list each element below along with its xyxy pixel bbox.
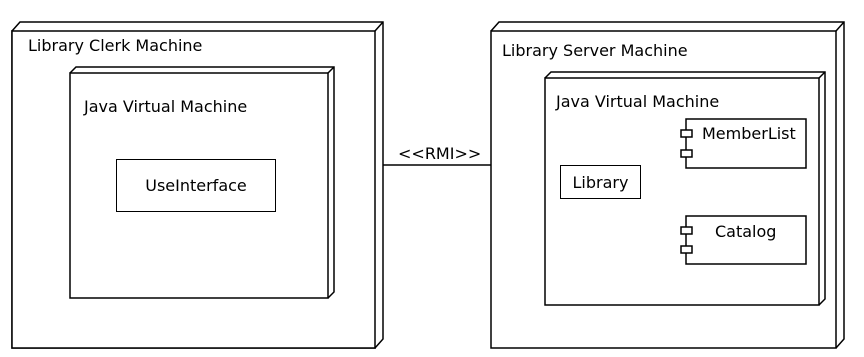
catalog-component-label: Catalog (715, 222, 777, 241)
server-jvm-title: Java Virtual Machine (556, 92, 720, 111)
clerk-jvm-title: Java Virtual Machine (84, 97, 248, 116)
memberlist-component-shape (680, 118, 807, 169)
server-node-title: Library Server Machine (502, 41, 688, 60)
rmi-connector-label: <<RMI>> (398, 144, 482, 163)
catalog-component-shape (680, 215, 807, 265)
memberlist-component-label: MemberList (702, 124, 796, 143)
clerk-node-title: Library Clerk Machine (28, 36, 203, 55)
useinterface-component: UseInterface (116, 159, 276, 212)
library-class-box: Library (560, 165, 641, 199)
